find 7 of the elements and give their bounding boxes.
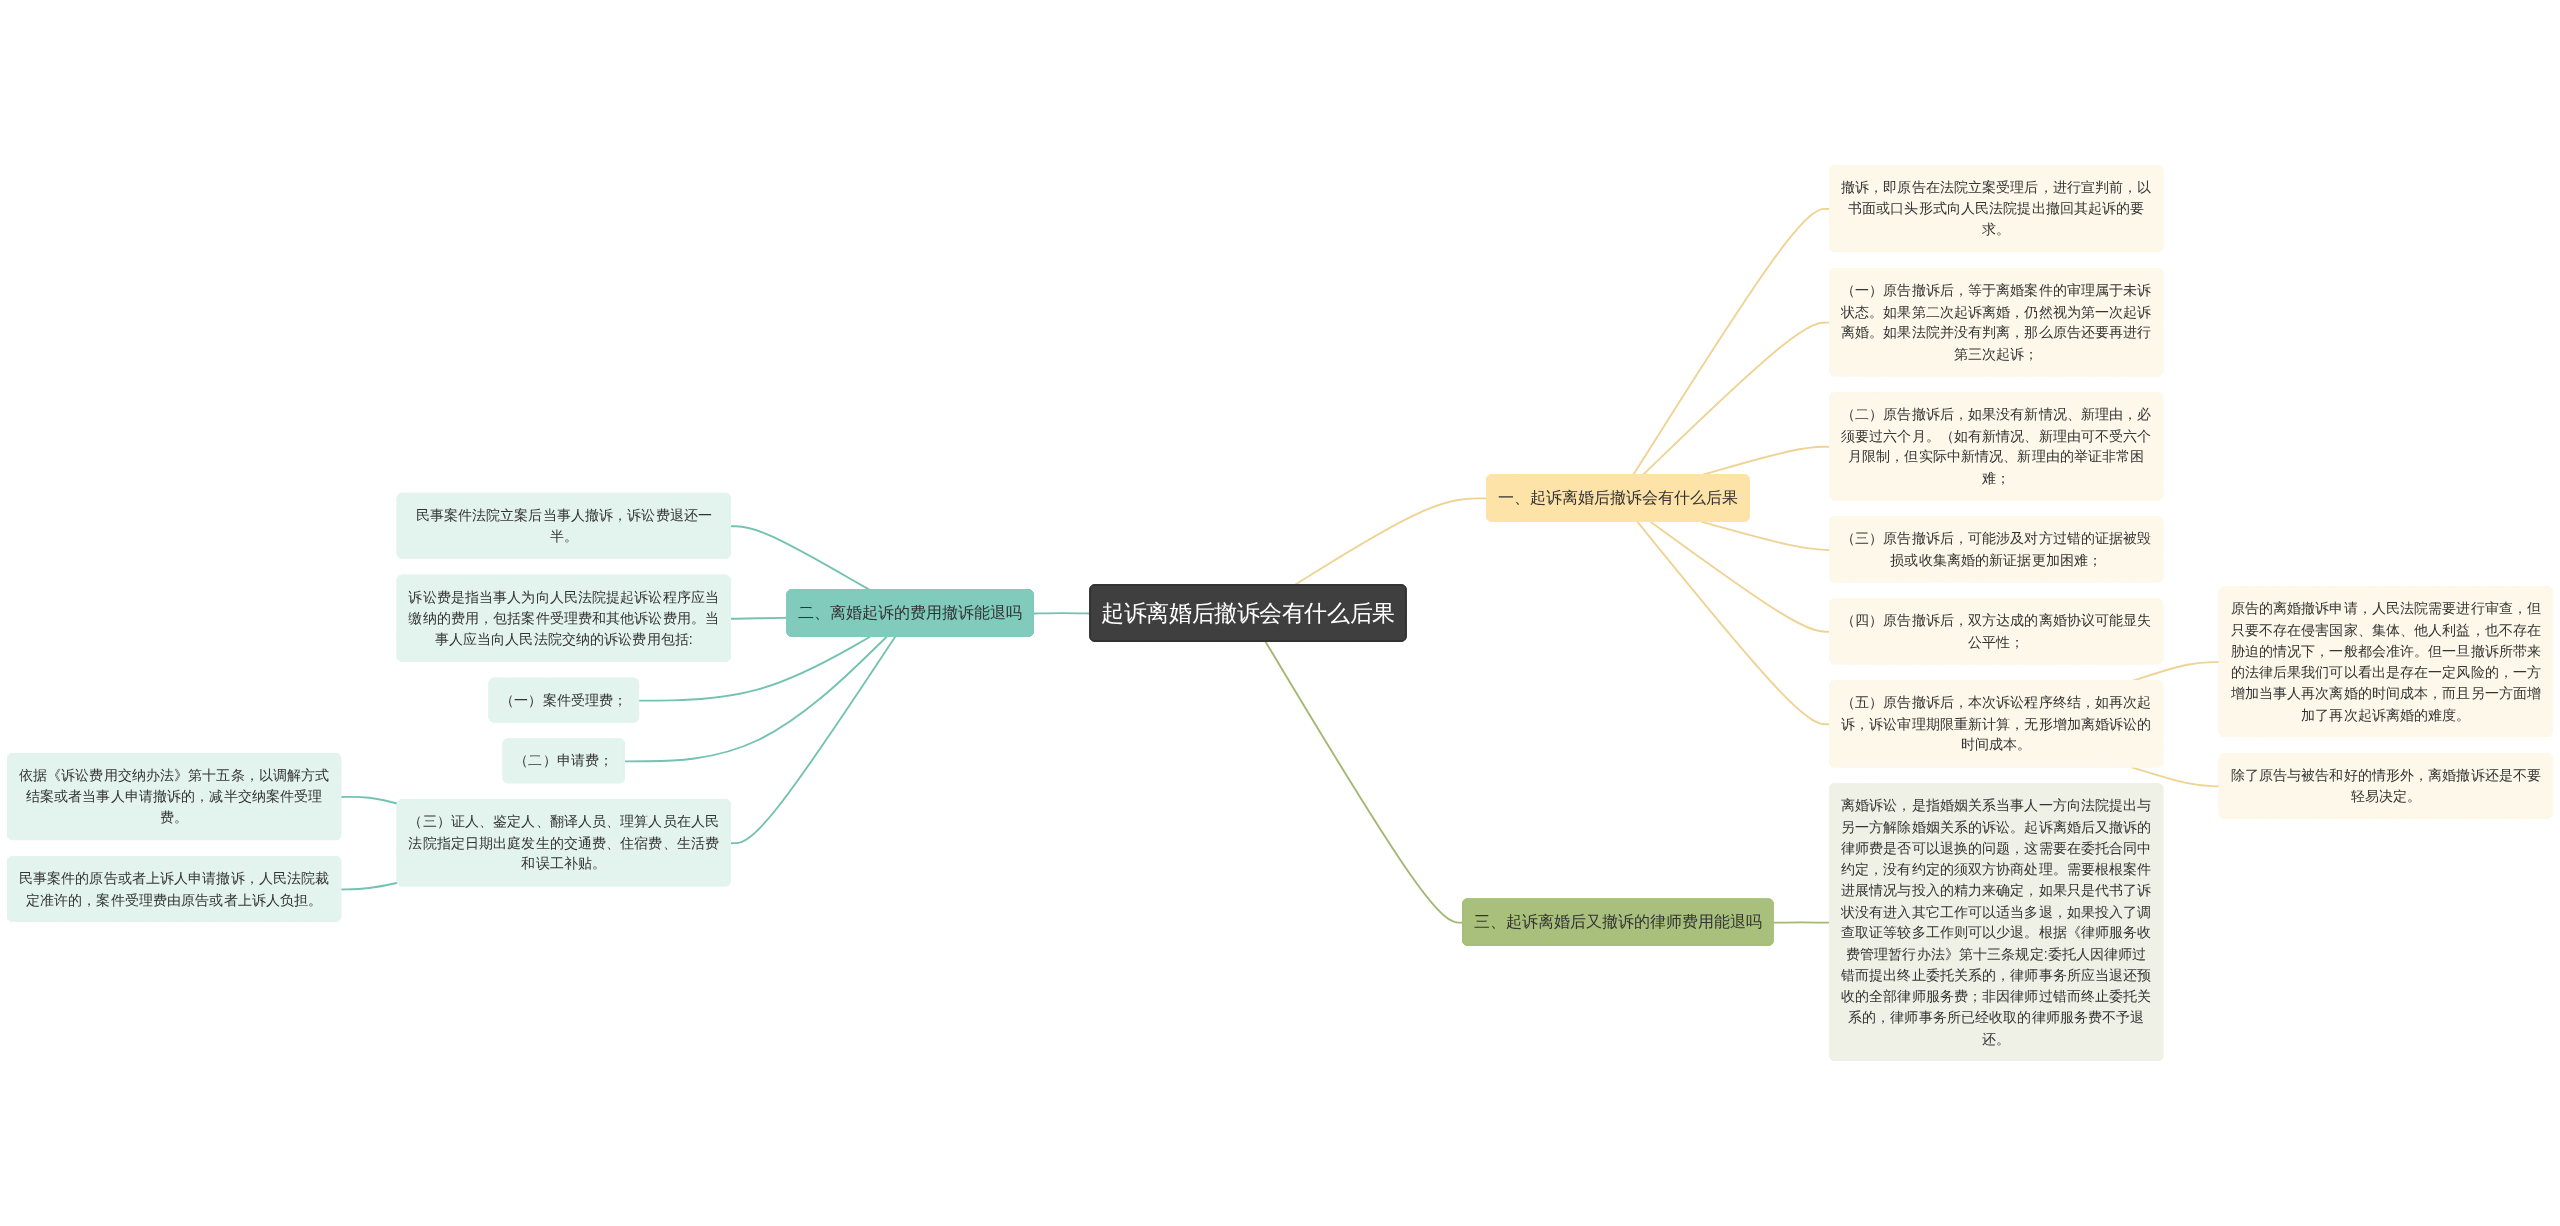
connector [729,635,897,845]
connector [624,635,888,763]
connector [340,881,399,891]
connector [1264,640,1464,924]
connector [340,795,399,805]
connector [638,635,872,702]
connector [2130,766,2221,788]
